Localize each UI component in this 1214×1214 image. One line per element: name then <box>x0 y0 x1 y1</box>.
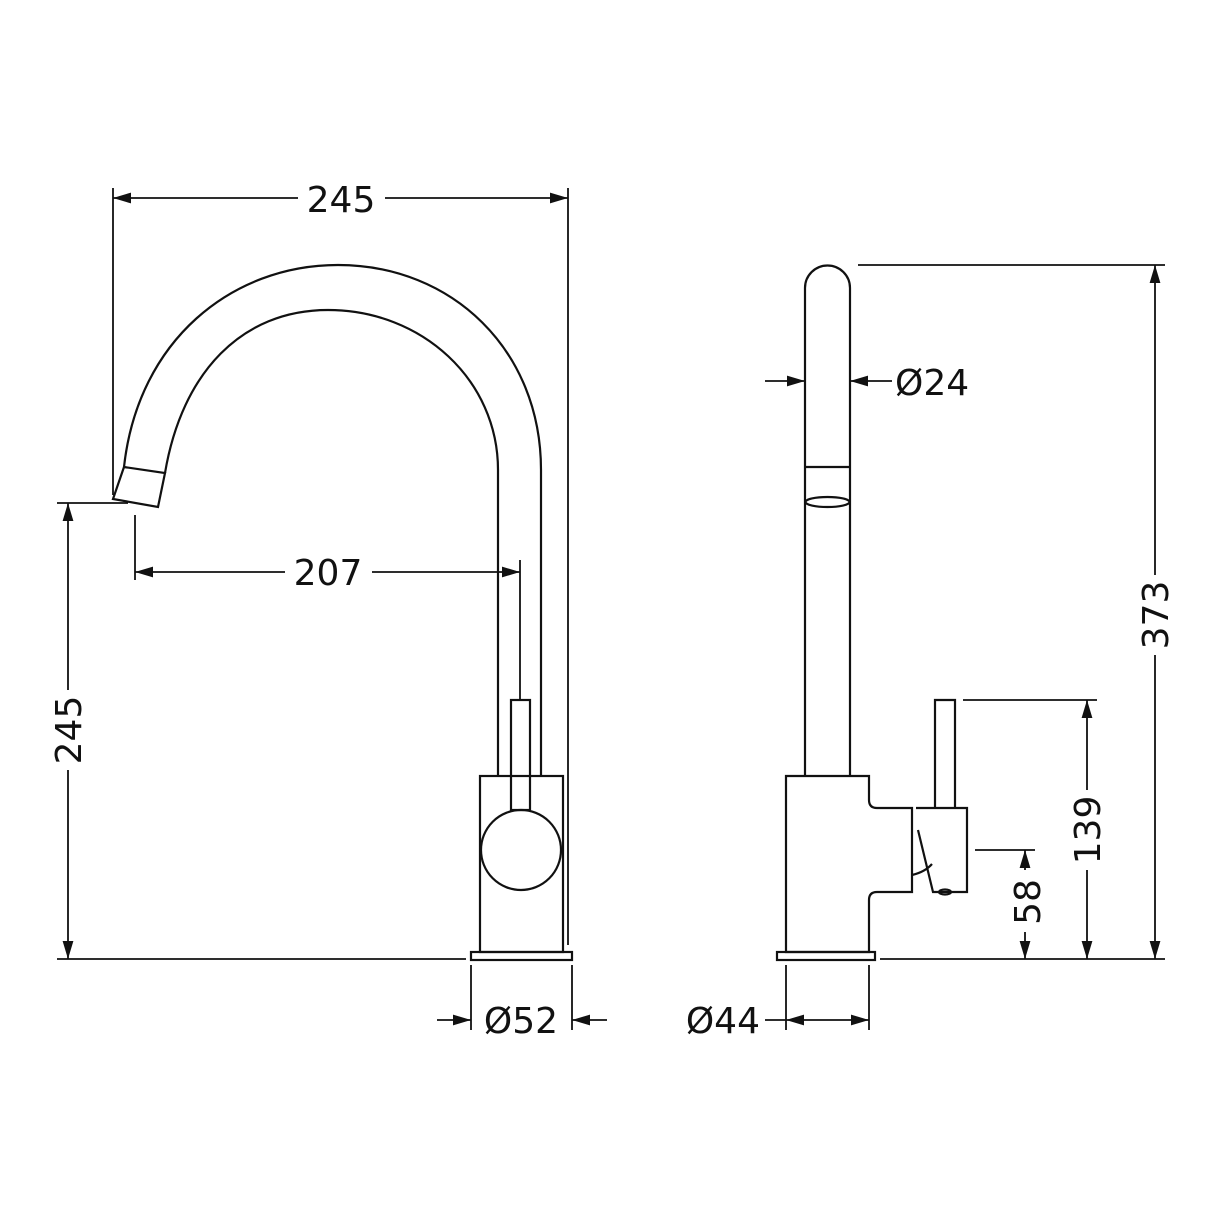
base-plate-front <box>775 950 877 962</box>
cartridge-curve <box>911 863 933 877</box>
label-lever-pivot-height: 58 <box>1008 879 1049 925</box>
dimension-base-diameter-side: Ø52 <box>437 965 607 1042</box>
spout-pipe <box>803 264 852 776</box>
side-view-tap <box>111 263 574 962</box>
label-base-diameter-front: Ø44 <box>686 1001 760 1042</box>
tap-body-front <box>784 774 914 954</box>
label-spout-height: 245 <box>49 696 90 765</box>
label-spout-diameter: Ø24 <box>895 363 969 404</box>
aerator-outlet <box>804 495 851 509</box>
spout-outer-edge <box>122 263 543 775</box>
aerator-nozzle <box>111 465 167 509</box>
label-overall-width: 245 <box>307 180 376 221</box>
dimension-spout-height: 245 <box>49 502 128 959</box>
label-spout-reach: 207 <box>294 553 363 594</box>
spout-inner-edge <box>163 308 500 775</box>
dimension-lever-height: 139 <box>963 699 1109 959</box>
dimension-spout-reach: 207 <box>134 515 521 700</box>
label-lever-height: 139 <box>1068 796 1109 865</box>
base-plate <box>469 950 574 962</box>
dimension-spout-diameter: Ø24 <box>765 363 969 404</box>
dimension-overall-width: 245 <box>112 180 569 945</box>
dimension-base-diameter-front: Ø44 <box>686 965 870 1042</box>
label-base-diameter-side: Ø52 <box>484 1001 558 1042</box>
lever-pivot <box>937 888 953 896</box>
tap-body <box>478 774 565 954</box>
lever-hub <box>479 808 563 892</box>
cartridge-housing <box>916 806 969 894</box>
dimension-overall-height: 373 <box>858 264 1177 959</box>
label-overall-height: 373 <box>1136 581 1177 650</box>
lever-handle-front <box>933 698 957 808</box>
dimension-lever-pivot-height: 58 <box>975 849 1049 959</box>
lever-handle <box>509 698 532 812</box>
front-view-tap <box>775 264 969 962</box>
